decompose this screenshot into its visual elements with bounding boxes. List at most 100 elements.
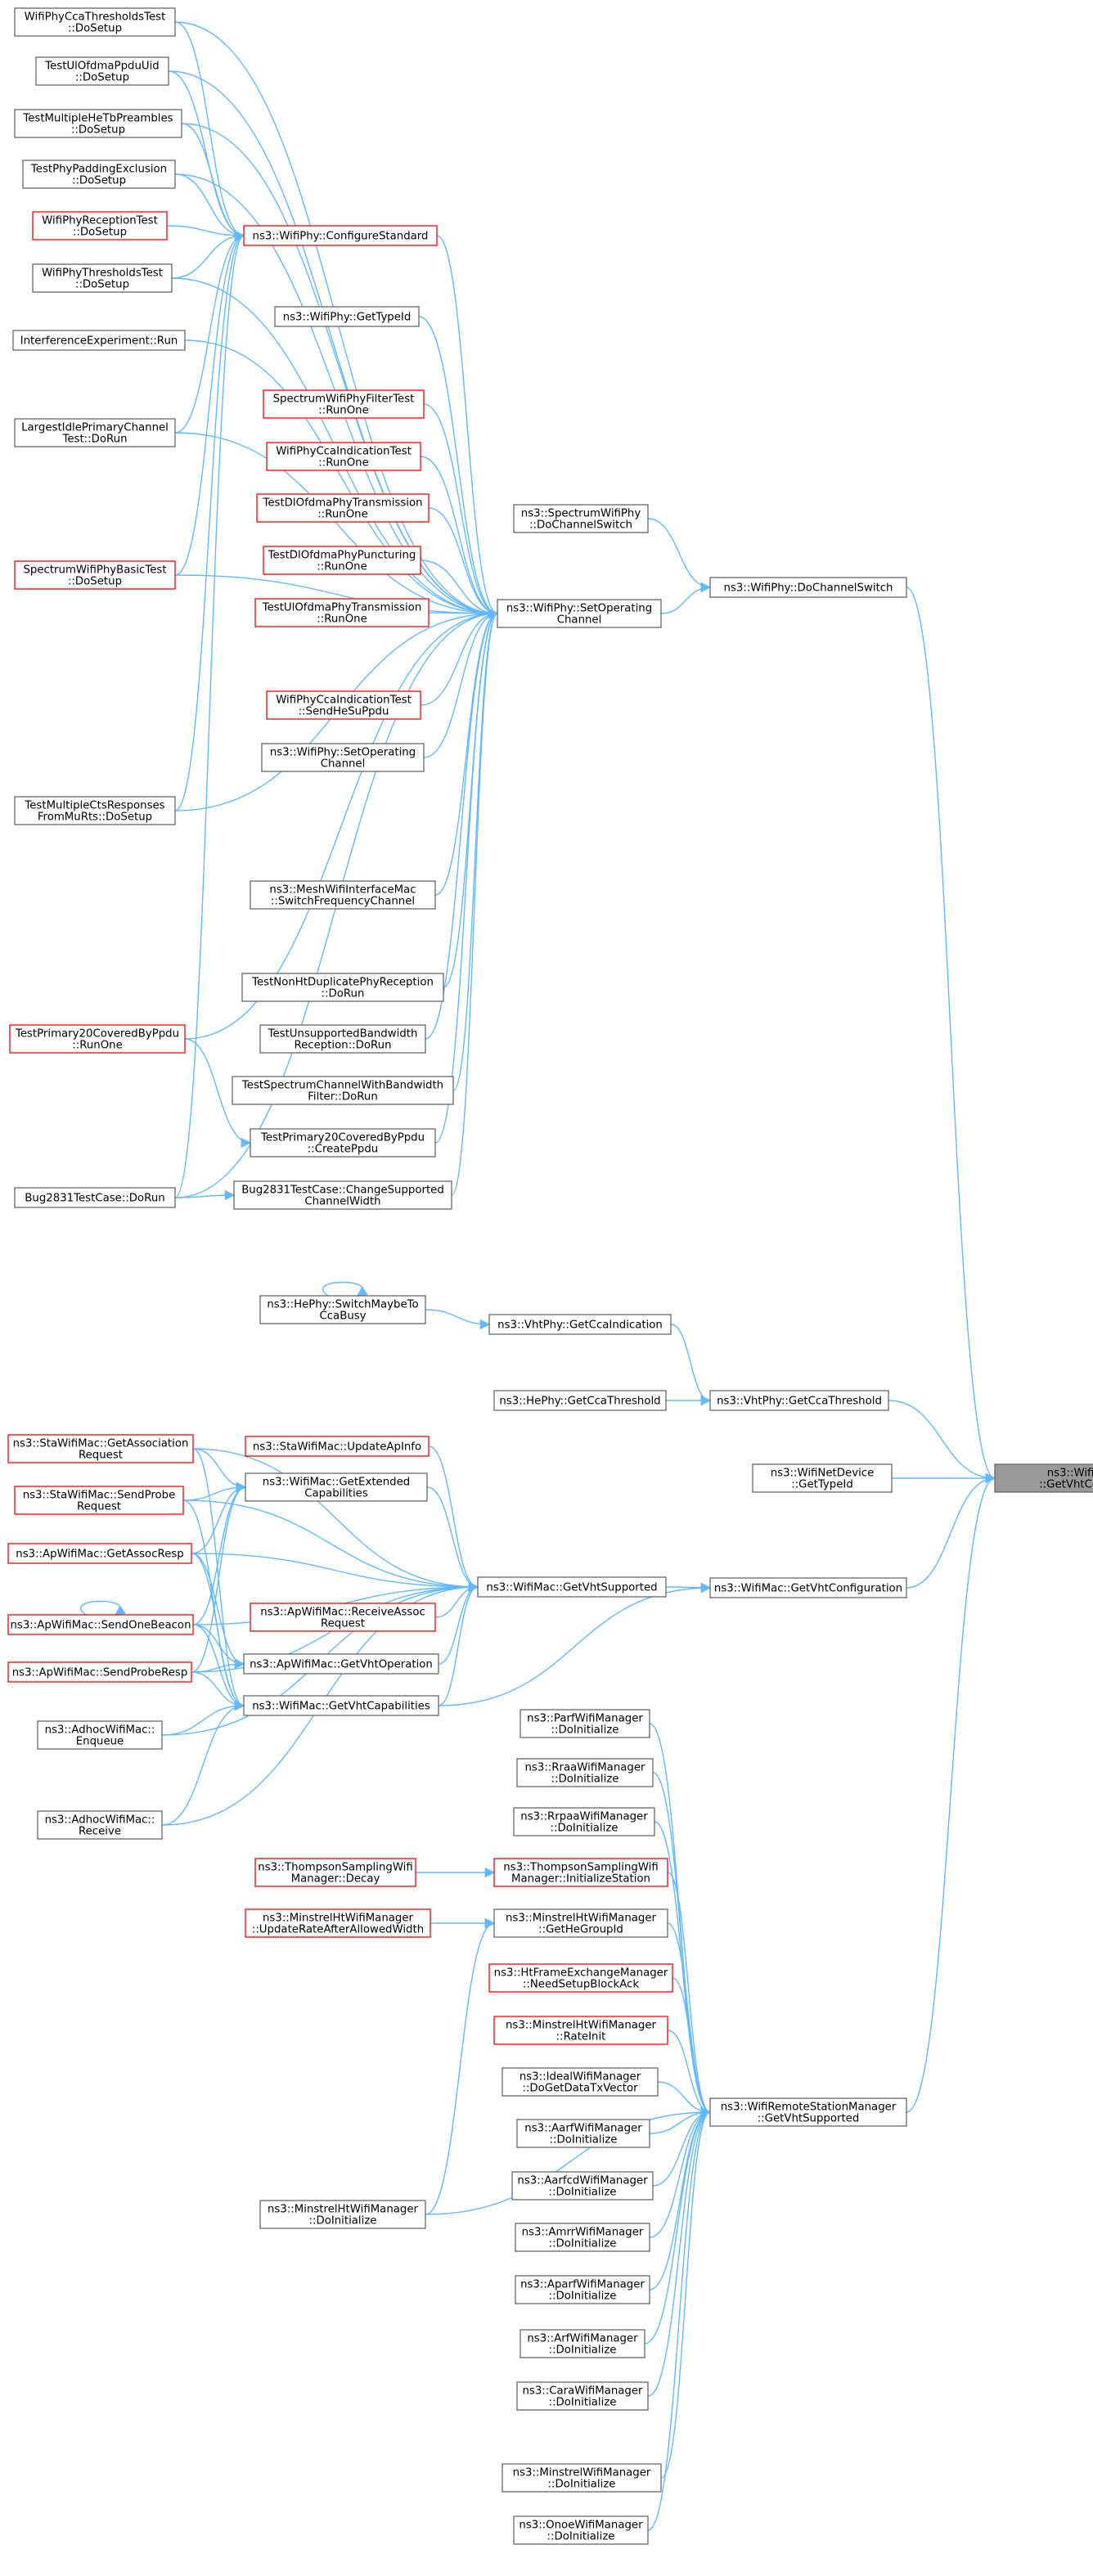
node-wm-getvhtsupported[interactable]: ns3::WifiMac::GetVhtSupported <box>477 1576 667 1598</box>
node-t-dlofdmapunct[interactable]: TestDlOfdmaPhyPuncturing::RunOne <box>263 546 421 575</box>
node-vp-getccathreshold[interactable]: ns3::VhtPhy::GetCcaThreshold <box>709 1390 889 1411</box>
node-parf-init[interactable]: ns3::ParfWifiManager::DoInitialize <box>520 1709 650 1738</box>
node-box <box>259 1024 426 1054</box>
node-thompson-initstation[interactable]: ns3::ThompsonSamplingWifiManager::Initia… <box>493 1858 668 1887</box>
node-label: WifiPhyCcaIndicationTest <box>276 446 412 458</box>
node-label: ns3::AmrrWifiManager <box>522 2227 644 2239</box>
node-label: Filter::DoRun <box>308 1091 378 1104</box>
node-sta-updateapinfo[interactable]: ns3::StaWifiMac::UpdateApInfo <box>245 1436 430 1457</box>
node-ap-getvhtoperation[interactable]: ns3::ApWifiMac::GetVhtOperation <box>243 1653 439 1675</box>
node-label: ns3::VhtPhy::GetCcaThreshold <box>717 1396 882 1408</box>
node-wrsm-getvhtsupported[interactable]: ns3::WifiRemoteStationManager::GetVhtSup… <box>709 2097 907 2127</box>
node-t-multiplects[interactable]: TestMultipleCtsResponsesFromMuRts::DoSet… <box>14 796 176 825</box>
node-label: ns3::MinstrelHtWifiManager <box>268 2204 419 2216</box>
node-rraa-init[interactable]: ns3::RraaWifiManager::DoInitialize <box>516 1758 654 1787</box>
node-t-primary20-create[interactable]: TestPrimary20CoveredByPpdu::CreatePpdu <box>250 1128 436 1158</box>
edge-swp-dochannelswitch-to-wp-dochannelswitch <box>647 518 712 593</box>
node-label: ns3::OnoeWifiManager <box>519 2520 643 2532</box>
node-hephy-getccathreshold[interactable]: ns3::HePhy::GetCcaThreshold <box>493 1390 667 1411</box>
node-minstrelht-getheg[interactable]: ns3::MinstrelHtWifiManager::GetHeGroupId <box>493 1908 668 1938</box>
node-t-phyreception[interactable]: WifiPhyReceptionTest::DoSetup <box>32 211 168 241</box>
node-aarfcd-init[interactable]: ns3::AarfcdWifiManager::DoInitialize <box>511 2171 654 2201</box>
node-aarf-init[interactable]: ns3::AarfWifiManager::DoInitialize <box>516 2119 650 2148</box>
node-amrr-init[interactable]: ns3::AmrrWifiManager::DoInitialize <box>515 2223 650 2252</box>
node-t-nonhtdup[interactable]: TestNonHtDuplicatePhyReception::DoRun <box>241 973 444 1002</box>
node-t-dlofdmatx[interactable]: TestDlOfdmaPhyTransmission::RunOne <box>256 493 430 523</box>
node-swp-dochannelswitch[interactable]: ns3::SpectrumWifiPhy::DoChannelSwitch <box>513 504 649 533</box>
node-t-phythresholds[interactable]: WifiPhyThresholdsTest::DoSetup <box>32 263 173 293</box>
node-wp-configurestandard[interactable]: ns3::WifiPhy::ConfigureStandard <box>243 225 438 246</box>
node-minstrelht-rateinit[interactable]: ns3::MinstrelHtWifiManager::RateInit <box>493 2016 668 2045</box>
node-t-ccaindication-run[interactable]: WifiPhyCcaIndicationTest::RunOne <box>266 442 421 471</box>
node-t-phypadding[interactable]: TestPhyPaddingExclusion::DoSetup <box>22 160 176 189</box>
node-box <box>243 1653 439 1675</box>
edge-adhoc-enqueue-to-wm-getvhtcap <box>161 1700 245 1736</box>
node-ap-sendproberesp[interactable]: ns3::ApWifiMac::SendProbeResp <box>7 1661 192 1683</box>
node-label: ns3::RraaWifiManager <box>525 1762 646 1774</box>
node-label: ::DoInitialize <box>549 2238 617 2250</box>
node-wm-getvhtconfiguration[interactable]: ns3::WifiMac::GetVhtConfiguration <box>709 1577 907 1598</box>
node-adhoc-enqueue[interactable]: ns3::AdhocWifiMac::Enqueue <box>37 1720 163 1750</box>
node-ap-sendonebeacon[interactable]: ns3::ApWifiMac::SendOneBeacon <box>7 1614 194 1635</box>
node-label: ns3::HtFrameExchangeManager <box>494 1967 668 1980</box>
node-minstrelht-init[interactable]: ns3::MinstrelHtWifiManager::DoInitialize <box>259 2200 426 2229</box>
edge-t-phythresholds-to-wp-configurestandard <box>171 230 245 279</box>
node-ideal-dogetdatatx[interactable]: ns3::IdealWifiManager::DoGetDataTxVector <box>502 2067 659 2097</box>
node-t-spectrumfilter[interactable]: SpectrumWifiPhyFilterTest::RunOne <box>263 389 425 419</box>
node-t-interference[interactable]: InterferenceExperiment::Run <box>12 330 186 351</box>
node-t-ccathresholds[interactable]: WifiPhyCcaThresholdsTest::DoSetup <box>14 7 176 37</box>
node-box <box>245 1908 431 1938</box>
node-box <box>243 225 438 246</box>
edge-t-primary20-run-to-t-primary20-create <box>184 1038 252 1149</box>
node-t-ulofdmatx[interactable]: TestUlOfdmaPhyTransmission::RunOne <box>254 598 430 627</box>
node-label: ::DoSetup <box>71 124 125 137</box>
node-box <box>250 1128 436 1158</box>
node-t-ccaindication-send[interactable]: WifiPhyCcaIndicationTest::SendHeSuPpdu <box>266 690 421 720</box>
node-label: TestSpectrumChannelWithBandwidth <box>241 1080 443 1092</box>
node-box <box>233 1180 452 1210</box>
node-t-bug2831-run[interactable]: Bug2831TestCase::DoRun <box>14 1187 176 1208</box>
node-target[interactable]: ns3::WifiNetDevice::GetVhtConfiguration <box>994 1463 1093 1493</box>
node-minstrelht-updaterate[interactable]: ns3::MinstrelHtWifiManager::UpdateRateAf… <box>245 1908 431 1938</box>
node-t-primary20-run[interactable]: TestPrimary20CoveredByPpdu::RunOne <box>9 1024 186 1054</box>
node-htfem-needsetup[interactable]: ns3::HtFrameExchangeManager::NeedSetupBl… <box>488 1963 673 1993</box>
node-t-spectrumchannel[interactable]: TestSpectrumChannelWithBandwidthFilter::… <box>232 1076 454 1105</box>
node-aparf-init[interactable]: ns3::AparfWifiManager::DoInitialize <box>515 2275 650 2304</box>
node-onoe-init[interactable]: ns3::OnoeWifiManager::DoInitialize <box>513 2515 649 2545</box>
node-box <box>35 56 169 86</box>
edge-arf-init-to-wrsm-getvhtsupported <box>644 2106 712 2344</box>
edge-hephy-switchcca-to-hephy-switchcca <box>322 1281 368 1297</box>
node-arf-init[interactable]: ns3::ArfWifiManager::DoInitialize <box>520 2329 645 2358</box>
node-mesh-switchfreq[interactable]: ns3::MeshWifiInterfaceMac::SwitchFrequen… <box>250 880 436 910</box>
node-box <box>515 2223 650 2252</box>
edge-sta-sendprobereq-to-wm-getvhtsupported <box>182 1499 479 1593</box>
node-wp-dochannelswitch[interactable]: ns3::WifiPhy::DoChannelSwitch <box>709 577 907 598</box>
node-ap-getassocresp[interactable]: ns3::ApWifiMac::GetAssocResp <box>7 1543 192 1564</box>
node-rrpaa-init[interactable]: ns3::RrpaaWifiManager::DoInitialize <box>513 1807 655 1836</box>
node-wnd-gettypeid[interactable]: ns3::WifiNetDevice::GetTypeId <box>752 1463 893 1493</box>
node-vp-getccaindication[interactable]: ns3::VhtPhy::GetCcaIndication <box>488 1314 672 1335</box>
node-minstrel-init[interactable]: ns3::MinstrelWifiManager::DoInitialize <box>502 2463 662 2493</box>
node-adhoc-receive[interactable]: ns3::AdhocWifiMac::Receive <box>37 1810 163 1840</box>
node-wm-getvhtcap[interactable]: ns3::WifiMac::GetVhtCapabilities <box>243 1695 439 1716</box>
node-t-multiplehetb[interactable]: TestMultipleHeTbPreambles::DoSetup <box>14 109 182 138</box>
node-t-bug2831-change[interactable]: Bug2831TestCase::ChangeSupportedChannelW… <box>233 1180 452 1210</box>
edge-t-phyreception-to-wp-configurestandard <box>166 225 245 241</box>
node-label: ::RunOne <box>318 405 369 417</box>
node-wp-gettypeid[interactable]: ns3::WifiPhy::GetTypeId <box>274 306 420 327</box>
edge-wp-setoperatingchannel-to-wp-dochannelswitch <box>660 582 712 614</box>
node-cara-init[interactable]: ns3::CaraWifiManager::DoInitialize <box>516 2381 649 2411</box>
node-t-ulofdmappduuid[interactable]: TestUlOfdmaPpduUid::DoSetup <box>35 56 169 86</box>
node-t-spectrumbasic[interactable]: SpectrumWifiPhyBasicTest::DoSetup <box>14 560 176 590</box>
node-box <box>261 743 425 772</box>
